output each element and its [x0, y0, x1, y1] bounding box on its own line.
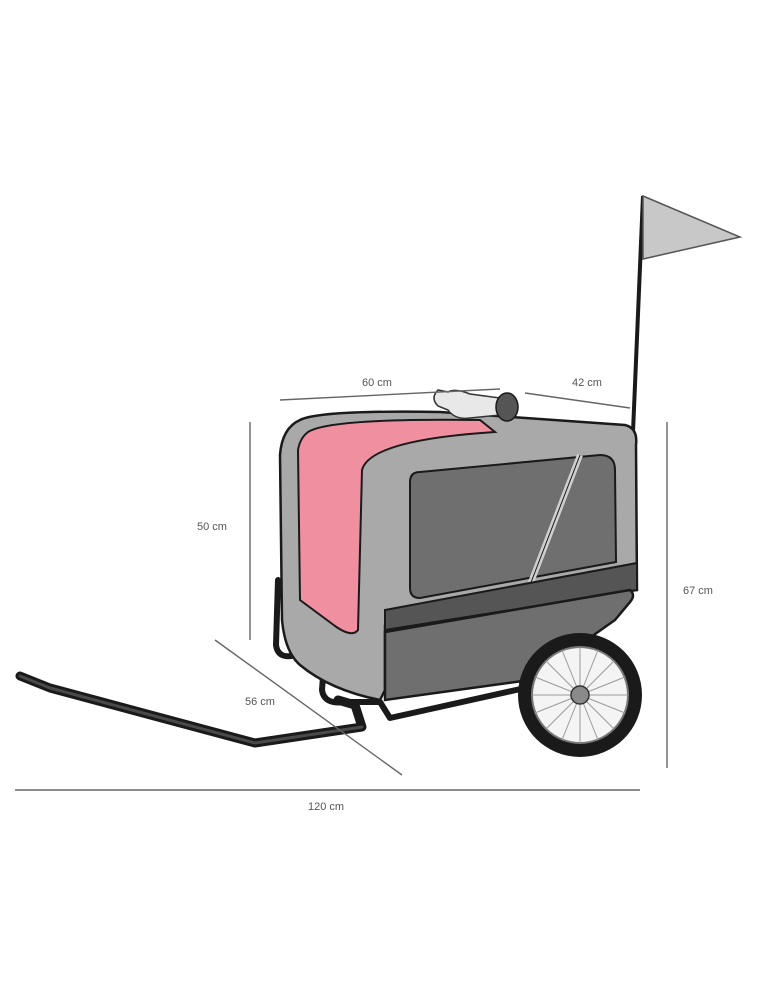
hub — [570, 685, 590, 705]
wheel — [518, 633, 642, 757]
cargo-body — [278, 389, 639, 702]
dim-line-top-depth — [524, 392, 631, 409]
label-top-depth: 42 cm — [572, 377, 602, 389]
tow-bar-highlight — [18, 674, 364, 745]
label-height-body: 50 cm — [197, 521, 227, 533]
frame-base-tube — [319, 647, 528, 721]
dim-line-top-width — [279, 388, 501, 401]
label-base-depth: 56 cm — [245, 696, 275, 708]
label-top-width: 60 cm — [362, 377, 392, 389]
flag-pennant — [642, 194, 743, 260]
label-height-total: 67 cm — [683, 585, 713, 597]
dimension-labels: 60 cm 42 cm 50 cm 67 cm 56 cm 120 cm — [197, 377, 713, 813]
lower-band — [384, 561, 638, 632]
dimension-lines — [15, 388, 668, 791]
flag — [631, 194, 743, 433]
flag-pole — [631, 195, 645, 433]
top-roll-end — [495, 392, 519, 422]
label-total-length: 120 cm — [308, 801, 344, 813]
pink-cover — [296, 418, 498, 635]
dim-line-base-depth — [214, 639, 403, 776]
window-strap-edge — [529, 454, 581, 586]
